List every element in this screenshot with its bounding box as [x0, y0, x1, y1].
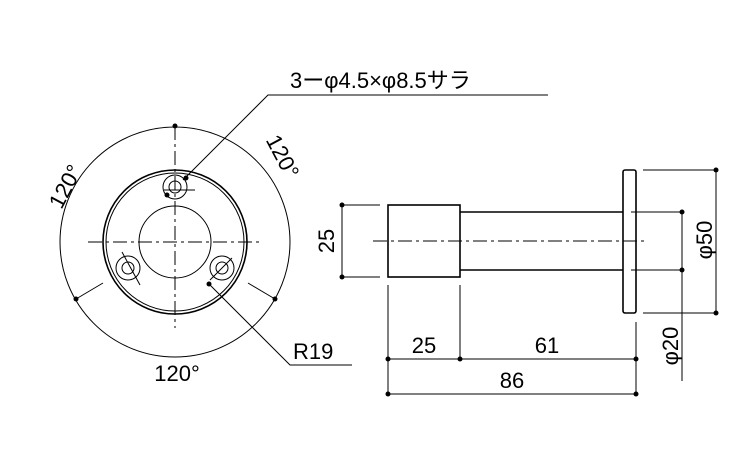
angle-label-left: 120° — [44, 161, 87, 213]
total-length-label: 86 — [500, 368, 524, 393]
shaft-length-label: 61 — [535, 333, 559, 358]
flange-diameter-label: φ50 — [692, 221, 717, 260]
front-view: 3ーφ4.5×φ8.5サラ 120° 120° 120° R19 — [44, 68, 548, 386]
angle-label-right: 120° — [261, 131, 304, 183]
cap-height-label: 25 — [314, 229, 339, 253]
screw-hole-right — [209, 255, 235, 281]
screw-hole-top — [162, 174, 195, 200]
radius-label: R19 — [293, 339, 333, 364]
angle-label-bottom: 120° — [154, 361, 200, 386]
shaft-diameter-label: φ20 — [658, 327, 683, 366]
screw-hole-left — [115, 251, 141, 286]
hole-leader — [182, 94, 548, 181]
cap-length-label: 25 — [412, 333, 436, 358]
side-view: 25 25 61 86 φ50 φ20 — [314, 167, 719, 397]
radius-leader — [208, 283, 352, 366]
hole-spec-label: 3ーφ4.5×φ8.5サラ — [290, 68, 471, 93]
